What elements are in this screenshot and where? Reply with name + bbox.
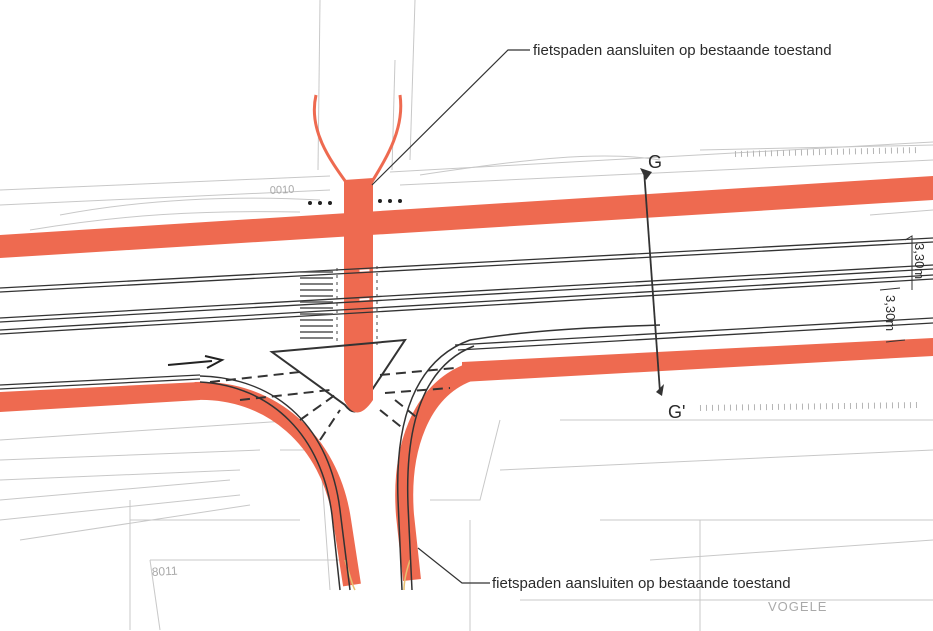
leader-lines bbox=[371, 49, 530, 584]
dimension-label-2: 3,30m bbox=[883, 295, 898, 331]
bike-path-flare-top-right bbox=[368, 94, 403, 186]
bike-path-upper bbox=[0, 176, 933, 258]
bike-path-flare-top-left bbox=[312, 94, 350, 186]
dimension-label-1: 3,30m bbox=[912, 243, 927, 279]
bike-path-curve-right bbox=[395, 363, 474, 581]
bike-path-curve-left bbox=[194, 381, 361, 587]
section-line bbox=[640, 168, 664, 396]
bike-path-through-island bbox=[344, 348, 373, 413]
house-number-bottom: 8011 bbox=[151, 564, 178, 579]
bollards bbox=[308, 199, 402, 205]
bike-path-lower-left bbox=[0, 382, 200, 412]
direction-arrow-icon bbox=[167, 355, 225, 369]
house-number-top: 0010 bbox=[270, 184, 295, 197]
section-label-start: G bbox=[648, 152, 662, 172]
zebra-crossing bbox=[300, 271, 333, 339]
annotation-bottom: fietspaden aansluiten op bestaande toest… bbox=[492, 575, 791, 592]
cycle-crossing-markers bbox=[336, 266, 378, 345]
annotation-top: fietspaden aansluiten op bestaande toest… bbox=[533, 42, 832, 59]
bike-path-lower-right bbox=[462, 338, 933, 382]
background-dashes bbox=[699, 147, 921, 411]
bike-paths bbox=[0, 176, 933, 412]
dimension-lines bbox=[879, 235, 913, 343]
bike-path-curves bbox=[194, 94, 474, 587]
bike-path-crossing bbox=[344, 178, 373, 395]
turning-guides bbox=[209, 367, 456, 441]
traffic-island bbox=[269, 338, 407, 413]
building-name: VOGELE bbox=[768, 599, 827, 614]
section-label-end: G' bbox=[668, 402, 685, 422]
road-lines bbox=[0, 237, 933, 390]
